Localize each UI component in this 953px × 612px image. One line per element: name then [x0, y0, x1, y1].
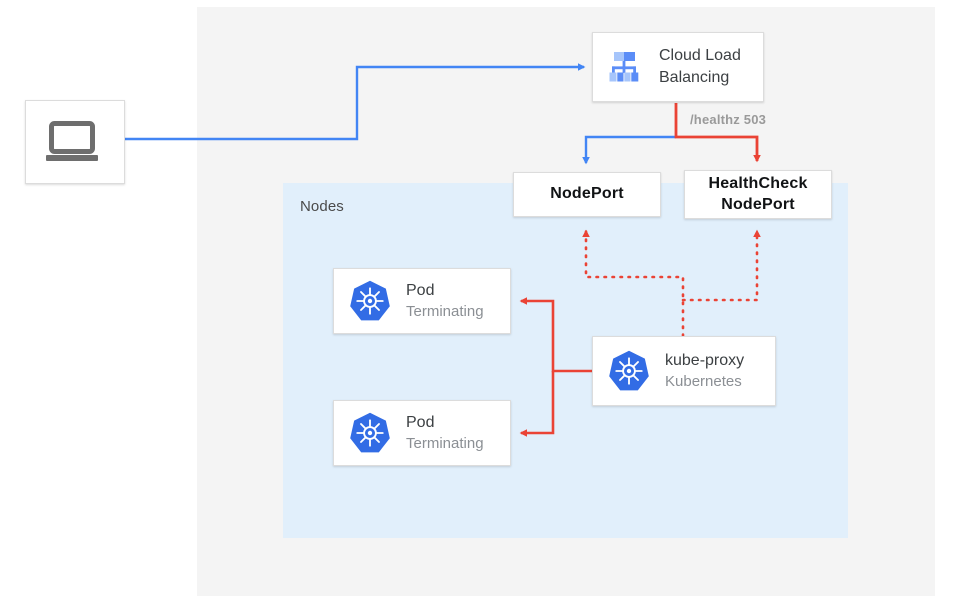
- pod-node-1[interactable]: Pod Terminating: [333, 268, 511, 334]
- healthcheck-nodeport-line-1: HealthCheck: [708, 174, 808, 192]
- healthz-503-edge-label: /healthz 503: [690, 112, 767, 127]
- pod-1-title: Pod: [406, 281, 435, 299]
- clb-line-2: Balancing: [659, 69, 730, 86]
- healthcheck-nodeport-node[interactable]: HealthCheck NodePort: [684, 170, 832, 219]
- kubernetes-icon: [348, 411, 392, 455]
- nodeport-node[interactable]: NodePort: [513, 172, 661, 217]
- pod-2-status: Terminating: [406, 434, 484, 452]
- clb-line-1: Cloud Load: [659, 46, 741, 64]
- pod-2-title: Pod: [406, 413, 435, 431]
- kube-proxy-subtitle: Kubernetes: [665, 372, 742, 390]
- client-node[interactable]: [25, 100, 125, 184]
- kube-proxy-title: kube-proxy: [665, 351, 745, 369]
- cloud-load-balancing-labels: Cloud Load Balancing: [659, 45, 741, 89]
- kubernetes-icon: [348, 279, 392, 323]
- kube-proxy-node[interactable]: kube-proxy Kubernetes: [592, 336, 776, 406]
- pod-2-labels: Pod Terminating: [406, 412, 484, 455]
- cloud-load-balancing-node[interactable]: Cloud Load Balancing: [592, 32, 764, 102]
- kube-proxy-labels: kube-proxy Kubernetes: [665, 350, 744, 393]
- laptop-icon: [45, 120, 105, 164]
- pod-1-labels: Pod Terminating: [406, 280, 484, 323]
- pod-node-2[interactable]: Pod Terminating: [333, 400, 511, 466]
- healthcheck-nodeport-line-2: NodePort: [721, 195, 795, 213]
- kubernetes-icon: [607, 349, 651, 393]
- nodeport-label: NodePort: [550, 185, 624, 203]
- nodes-region-label: Nodes: [300, 198, 344, 215]
- pod-1-status: Terminating: [406, 302, 484, 320]
- cloud-load-balancing-icon: [603, 46, 645, 88]
